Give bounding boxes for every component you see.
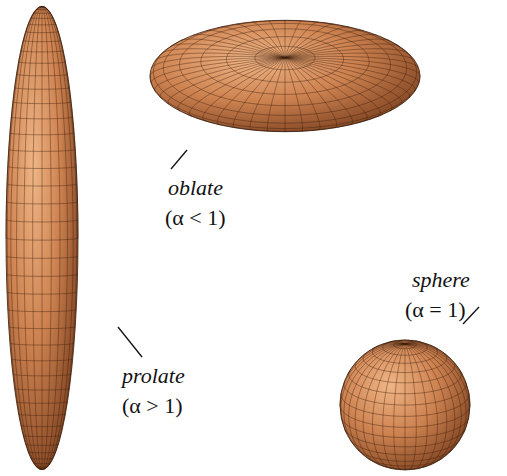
- grid-line: [24, 6, 42, 469]
- shape-name: oblate: [168, 176, 223, 200]
- grid-line: [250, 58, 285, 130]
- grid-line: [285, 58, 337, 128]
- spheroid: [340, 340, 470, 470]
- grid-line: [155, 58, 285, 91]
- grid-line: [405, 344, 438, 469]
- grid-line: [347, 344, 405, 375]
- spheroid-body: [6, 6, 78, 469]
- grid-line: [236, 24, 285, 58]
- grid-line: [203, 58, 285, 121]
- spheroid-body: [150, 20, 420, 131]
- grid-line: [405, 344, 406, 470]
- grid-line: [42, 6, 73, 469]
- leader-line: [118, 327, 142, 357]
- grid-line: [11, 6, 42, 469]
- grid-line: [383, 344, 405, 469]
- leader-line: [171, 150, 187, 169]
- grid-line: [340, 344, 405, 405]
- grid-line: [285, 58, 420, 76]
- grid-line: [381, 342, 405, 344]
- grid-line: [218, 58, 286, 125]
- grid-line: [42, 6, 43, 469]
- grid-line: [401, 340, 405, 344]
- grid-line: [285, 22, 318, 58]
- grid-line: [363, 344, 405, 468]
- grid-line: [33, 6, 42, 469]
- grid-line: [393, 341, 405, 344]
- grid-line: [42, 6, 60, 469]
- grid-line: [178, 58, 285, 112]
- grid-line: [397, 340, 405, 343]
- grid-line: [405, 344, 427, 469]
- grid-line: [252, 22, 285, 58]
- grid-line: [285, 39, 389, 58]
- grid-line: [150, 58, 285, 76]
- grid-line: [42, 6, 77, 469]
- grid-line: [7, 6, 42, 469]
- grid-line: [372, 343, 405, 349]
- grid-line: [42, 6, 51, 469]
- grid-line: [170, 44, 285, 58]
- grid-line: [373, 344, 406, 469]
- shape-name: prolate: [122, 364, 185, 388]
- grid-line: [162, 49, 285, 58]
- ratio-label: (α = 1): [405, 298, 466, 322]
- grid-line: [405, 344, 416, 470]
- grid-line: [285, 58, 419, 84]
- grid-line: [405, 344, 469, 433]
- grid-line: [285, 58, 320, 130]
- grid-line: [168, 58, 285, 105]
- grid-line: [341, 344, 405, 433]
- ratio-label: (α > 1): [122, 394, 183, 418]
- grid-line: [268, 21, 285, 58]
- grid-line: [267, 58, 285, 132]
- grid-line: [285, 58, 392, 112]
- grid-line: [17, 6, 42, 469]
- grid-line: [285, 58, 303, 132]
- spheroid: [150, 20, 420, 131]
- shape-name: sphere: [412, 268, 470, 292]
- grid-line: [405, 344, 463, 375]
- grid-line: [285, 58, 286, 132]
- ratio-label: (α < 1): [165, 206, 226, 230]
- grid-line: [41, 6, 43, 7]
- grid-line: [405, 343, 449, 357]
- grid-line: [181, 39, 285, 58]
- grid-line: [42, 6, 44, 7]
- spheroid-body: [340, 340, 470, 470]
- grid-line: [193, 35, 285, 58]
- grid-line: [42, 6, 67, 469]
- grid-line: [285, 56, 419, 68]
- grid-line: [151, 56, 285, 68]
- grid-line: [285, 20, 286, 57]
- grid-line: [285, 58, 415, 91]
- grid-line: [361, 343, 405, 357]
- grid-line: [405, 344, 455, 465]
- grid-line: [394, 344, 405, 470]
- grid-line: [6, 6, 42, 238]
- grid-line: [285, 44, 400, 58]
- spheroid: [6, 6, 78, 469]
- grid-line: [160, 58, 285, 99]
- grid-line: [151, 58, 285, 84]
- grid-line: [344, 344, 405, 452]
- grid-line: [155, 53, 285, 60]
